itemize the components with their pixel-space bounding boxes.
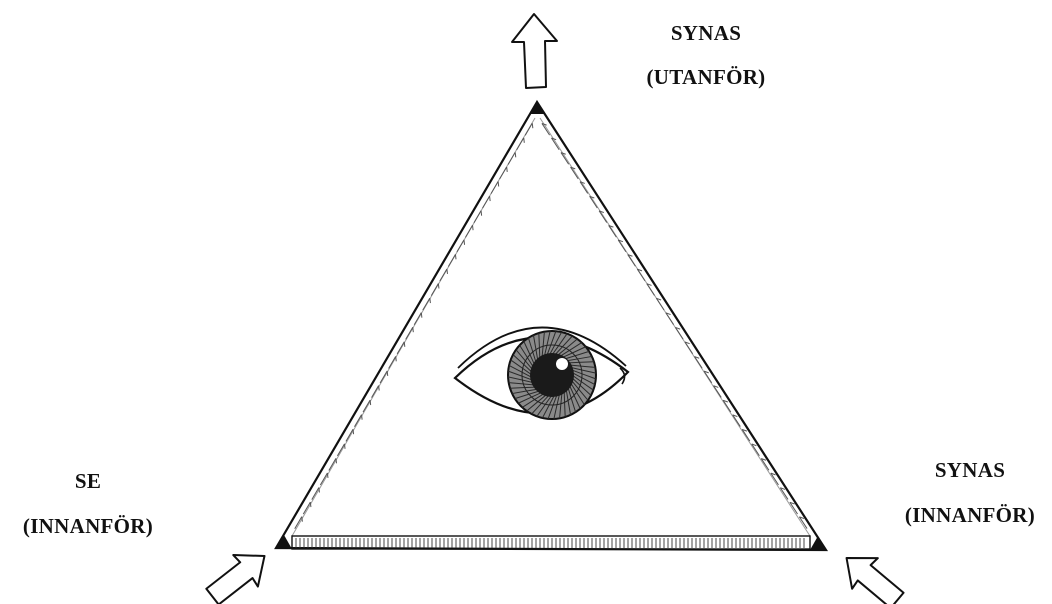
label-left-line2: (INNANFÖR) bbox=[23, 514, 153, 538]
eye-icon bbox=[455, 327, 628, 419]
label-left: SE (INNANFÖR) bbox=[23, 469, 153, 538]
flow-dash bbox=[406, 327, 413, 339]
flow-arrowhead bbox=[438, 284, 439, 289]
flow-arrowhead bbox=[430, 298, 431, 303]
flow-arrowhead bbox=[370, 400, 371, 405]
flow-arrowhead bbox=[362, 415, 363, 420]
flow-arrowhead bbox=[319, 488, 320, 493]
label-top: SYNAS (UTANFÖR) bbox=[647, 21, 766, 89]
eye-pupil bbox=[530, 353, 574, 397]
base-hatching bbox=[296, 538, 804, 548]
flow-dash bbox=[337, 444, 344, 456]
flow-arrowhead bbox=[379, 386, 380, 391]
flow-arrowhead bbox=[524, 138, 525, 143]
flow-arrowhead bbox=[447, 269, 448, 274]
flow-arrowhead bbox=[387, 371, 388, 376]
flow-arrowhead bbox=[473, 225, 474, 230]
flow-dash bbox=[414, 313, 421, 325]
flow-arrowhead bbox=[515, 152, 516, 157]
flow-dash bbox=[372, 386, 379, 398]
triangle-inner-right-line bbox=[540, 118, 810, 536]
flow-dash bbox=[448, 254, 455, 266]
flow-dash bbox=[363, 400, 370, 412]
flow-arrowhead bbox=[490, 196, 491, 201]
flow-arrowhead bbox=[327, 473, 328, 478]
flow-dash bbox=[517, 138, 524, 150]
flow-dash bbox=[465, 225, 472, 237]
label-right-line1: SYNAS bbox=[935, 458, 1005, 482]
flow-dash bbox=[303, 502, 310, 514]
flow-arrowhead bbox=[302, 517, 303, 522]
flow-dash bbox=[346, 429, 353, 441]
flow-arrowhead bbox=[336, 458, 337, 463]
label-right-line2: (INNANFÖR) bbox=[905, 503, 1035, 527]
flow-dash bbox=[440, 269, 447, 281]
flow-arrowhead bbox=[481, 211, 482, 216]
flow-arrowhead bbox=[413, 327, 414, 332]
triangle-outline bbox=[276, 102, 826, 550]
flow-arrowhead bbox=[310, 502, 311, 507]
flow-arrowhead bbox=[498, 182, 499, 187]
flow-dash bbox=[329, 458, 336, 470]
flow-dash bbox=[457, 240, 464, 252]
arrow-inward-left-icon bbox=[200, 540, 277, 604]
flow-dash bbox=[389, 356, 396, 368]
flow-arrowhead bbox=[404, 342, 405, 347]
flow-dash bbox=[525, 123, 532, 135]
flow-dash bbox=[354, 415, 361, 427]
label-top-line2: (UTANFÖR) bbox=[647, 65, 766, 89]
flow-dash bbox=[474, 211, 481, 223]
flow-dash bbox=[380, 371, 387, 383]
label-top-line1: SYNAS bbox=[671, 21, 741, 45]
flow-dash bbox=[295, 517, 302, 529]
flow-arrowhead bbox=[353, 429, 354, 434]
corner-marker-right bbox=[810, 536, 826, 550]
flow-arrowhead bbox=[507, 167, 508, 172]
flow-dash bbox=[320, 473, 327, 485]
flow-arrowhead bbox=[421, 313, 422, 318]
arrow-up-icon bbox=[512, 14, 557, 88]
flow-dash bbox=[397, 342, 404, 354]
flow-dash bbox=[312, 488, 319, 500]
flow-dash bbox=[491, 182, 498, 194]
flow-dash bbox=[483, 196, 490, 208]
flow-dash bbox=[423, 298, 430, 310]
label-right: SYNAS (INNANFÖR) bbox=[905, 458, 1035, 527]
flow-arrowhead bbox=[344, 444, 345, 449]
flow-dash bbox=[500, 167, 507, 179]
eye-highlight bbox=[556, 358, 568, 370]
flow-arrowhead bbox=[532, 123, 533, 128]
flow-dash bbox=[508, 152, 515, 164]
flow-arrowhead bbox=[455, 254, 456, 259]
triangle-inner-left-line bbox=[292, 118, 535, 536]
flow-dash bbox=[431, 284, 438, 296]
label-left-line1: SE bbox=[75, 469, 101, 493]
flow-arrowhead bbox=[396, 356, 397, 361]
arrow-inward-right-icon bbox=[834, 543, 910, 604]
flow-arrowhead bbox=[464, 240, 465, 245]
triangle bbox=[276, 102, 826, 550]
